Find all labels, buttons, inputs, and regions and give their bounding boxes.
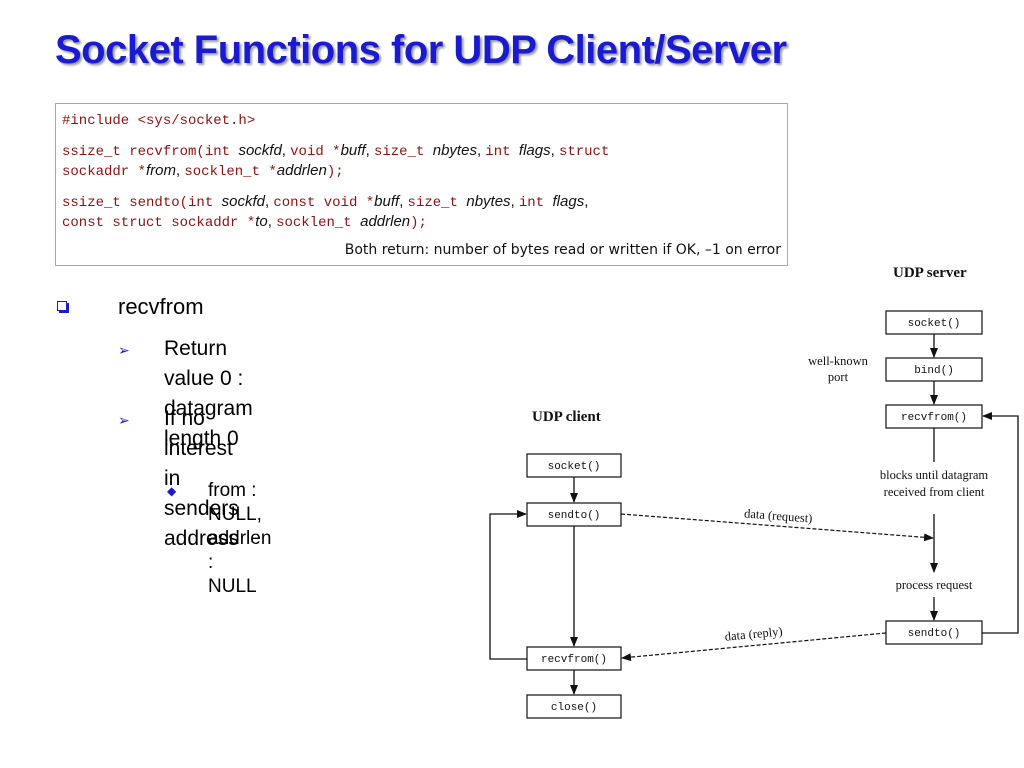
square-bullet-icon — [57, 301, 67, 311]
blocks-label-2: received from client — [884, 485, 985, 499]
server-recvfrom-box: recvfrom() — [885, 404, 983, 429]
include-line: #include <sys/socket.h> — [62, 113, 256, 129]
data-exchange-arrows — [620, 513, 934, 662]
svg-text:sendto(): sendto() — [548, 510, 601, 522]
svg-text:close(): close() — [551, 702, 597, 714]
diamond-bullet-icon: ◆ — [167, 484, 177, 498]
udp-client-title: UDP client — [532, 409, 601, 425]
data-reply-label: data (reply) — [724, 624, 783, 643]
blocks-label-1: blocks until datagram — [880, 468, 989, 482]
sendto-signature-line2: const struct sockaddr *to, socklen_t add… — [62, 213, 427, 231]
client-socket-box: socket() — [526, 453, 622, 478]
process-request-label: process request — [896, 578, 973, 592]
client-sendto-box: sendto() — [526, 502, 622, 527]
client-flow-arrows — [489, 477, 578, 695]
recvfrom-signature-line2: sockaddr *from, socklen_t *addrlen); — [62, 162, 344, 180]
svg-text:sendto(): sendto() — [908, 628, 961, 640]
svg-text:socket(): socket() — [908, 318, 961, 330]
client-recvfrom-box: recvfrom() — [526, 646, 622, 671]
server-flow-arrows — [930, 334, 1019, 634]
arrow-bullet-icon: ➢ — [118, 413, 130, 429]
bullet-recvfrom: recvfrom — [118, 294, 204, 319]
well-known-label-2: port — [828, 370, 849, 384]
server-socket-box: socket() — [885, 310, 983, 335]
server-sendto-box: sendto() — [885, 620, 983, 645]
arrow-bullet-icon: ➢ — [118, 343, 130, 359]
server-bind-box: bind() — [885, 357, 983, 382]
svg-text:bind(): bind() — [914, 365, 954, 377]
bullet-no-interest: If no interest in senders address — [164, 407, 239, 550]
bullet-from-null: from : NULL, addrlen : NULL — [208, 480, 272, 597]
slide-title: Socket Functions for UDP Client/Server — [55, 28, 787, 72]
data-request-label: data (request) — [744, 506, 813, 525]
svg-text:recvfrom(): recvfrom() — [541, 654, 607, 666]
svg-text:socket(): socket() — [548, 461, 601, 473]
code-box: #include <sys/socket.h> ssize_t recvfrom… — [55, 103, 788, 266]
udp-server-title: UDP server — [893, 265, 967, 281]
return-note: Both return: number of bytes read or wri… — [344, 242, 781, 258]
svg-text:recvfrom(): recvfrom() — [901, 412, 967, 424]
well-known-label-1: well-known — [808, 354, 868, 368]
client-close-box: close() — [526, 694, 622, 719]
recvfrom-signature-line1: ssize_t recvfrom(int sockfd, void *buff,… — [62, 142, 610, 160]
bullet-return-value: Return value 0 : datagram length 0 — [164, 337, 253, 450]
sendto-signature-line1: ssize_t sendto(int sockfd, const void *b… — [62, 193, 589, 211]
